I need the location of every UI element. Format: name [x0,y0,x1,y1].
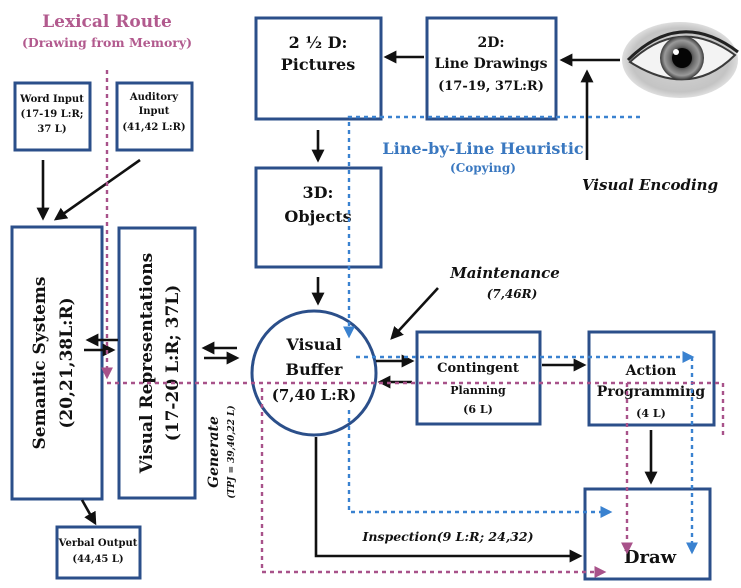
inspection-label: Inspection(9 L:R; 24,32) [361,529,533,544]
auditory-input-box: Auditory Input (41,42 L:R) [117,83,192,150]
arrow-semantic-to-verbal [82,500,95,523]
visual-buffer-line2: Buffer [286,360,343,379]
pictures-line2: Pictures [281,55,356,74]
semantic-line1: Semantic Systems [30,277,50,450]
arrow-auditory-to-semantic [56,160,140,219]
visual-reps-line1: Visual Representations [137,253,157,474]
auditory-input-line1: Auditory [129,92,179,103]
action-line1: Action [625,363,677,379]
word-input-line3: 37 L) [37,124,66,135]
maintenance-sub: (7,46R) [487,287,538,301]
pictures-box: 2 ½ D: Pictures [256,18,381,119]
contingent-line3: (6 L) [463,403,493,416]
auditory-input-line3: (41,42 L:R) [122,122,185,133]
generate-title: Generate [206,416,222,488]
visual-reps-line2: (17-20 L:R; 37L) [163,285,183,442]
objects-line2: Objects [284,207,351,226]
line-heuristic-subtitle: (Copying) [450,161,516,175]
action-programming-box: Action Programming (4 L) [589,332,714,425]
objects-line1: 3D: [303,183,334,202]
contingent-line1: Contingent [437,361,519,376]
word-input-line2: (17-19 L:R; [21,109,84,120]
action-line2: Programming [597,384,706,400]
contingent-planning-box: Contingent Planning (6 L) [417,332,540,424]
verbal-output-line2: (44,45 L) [72,554,123,565]
generate-sub: (TPJ = 39,40,22 L) [226,405,237,498]
pictures-line1: 2 ½ D: [289,33,348,52]
lexical-route-subtitle: (Drawing from Memory) [22,35,192,50]
auditory-input-line2: Input [139,106,170,117]
maintenance-title: Maintenance [449,264,560,282]
line-drawings-line1: 2D: [477,35,504,51]
line-drawings-line2: Line Drawings [435,56,548,72]
semantic-systems-box: Semantic Systems (20,21,38L:R) [12,227,102,499]
line-heuristic-title: Line-by-Line Heuristic [382,139,584,158]
draw-label: Draw [624,547,677,568]
line-drawings-box: 2D: Line Drawings (17-19, 37L:R) [427,18,556,119]
line-drawings-line3: (17-19, 37L:R) [438,79,544,94]
contingent-line2: Planning [450,384,506,397]
verbal-output-line1: Verbal Output [58,538,138,549]
objects-box: 3D: Objects [256,168,381,267]
visual-encoding-label: Visual Encoding [582,176,718,194]
visual-buffer-line3: (7,40 L:R) [272,386,357,404]
visual-buffer-node: Visual Buffer (7,40 L:R) [252,311,376,435]
word-input-line1: Word Input [19,94,84,105]
eye-icon [622,22,738,98]
visual-representations-box: Visual Representations (17-20 L:R; 37L) [119,228,195,498]
semantic-line2: (20,21,38L:R) [57,297,77,428]
word-input-box: Word Input (17-19 L:R; 37 L) [15,83,90,150]
visual-buffer-line1: Visual [285,335,341,354]
verbal-output-box: Verbal Output (44,45 L) [57,527,140,578]
action-line3: (4 L) [636,407,666,420]
lexical-route-title: Lexical Route [42,12,172,32]
